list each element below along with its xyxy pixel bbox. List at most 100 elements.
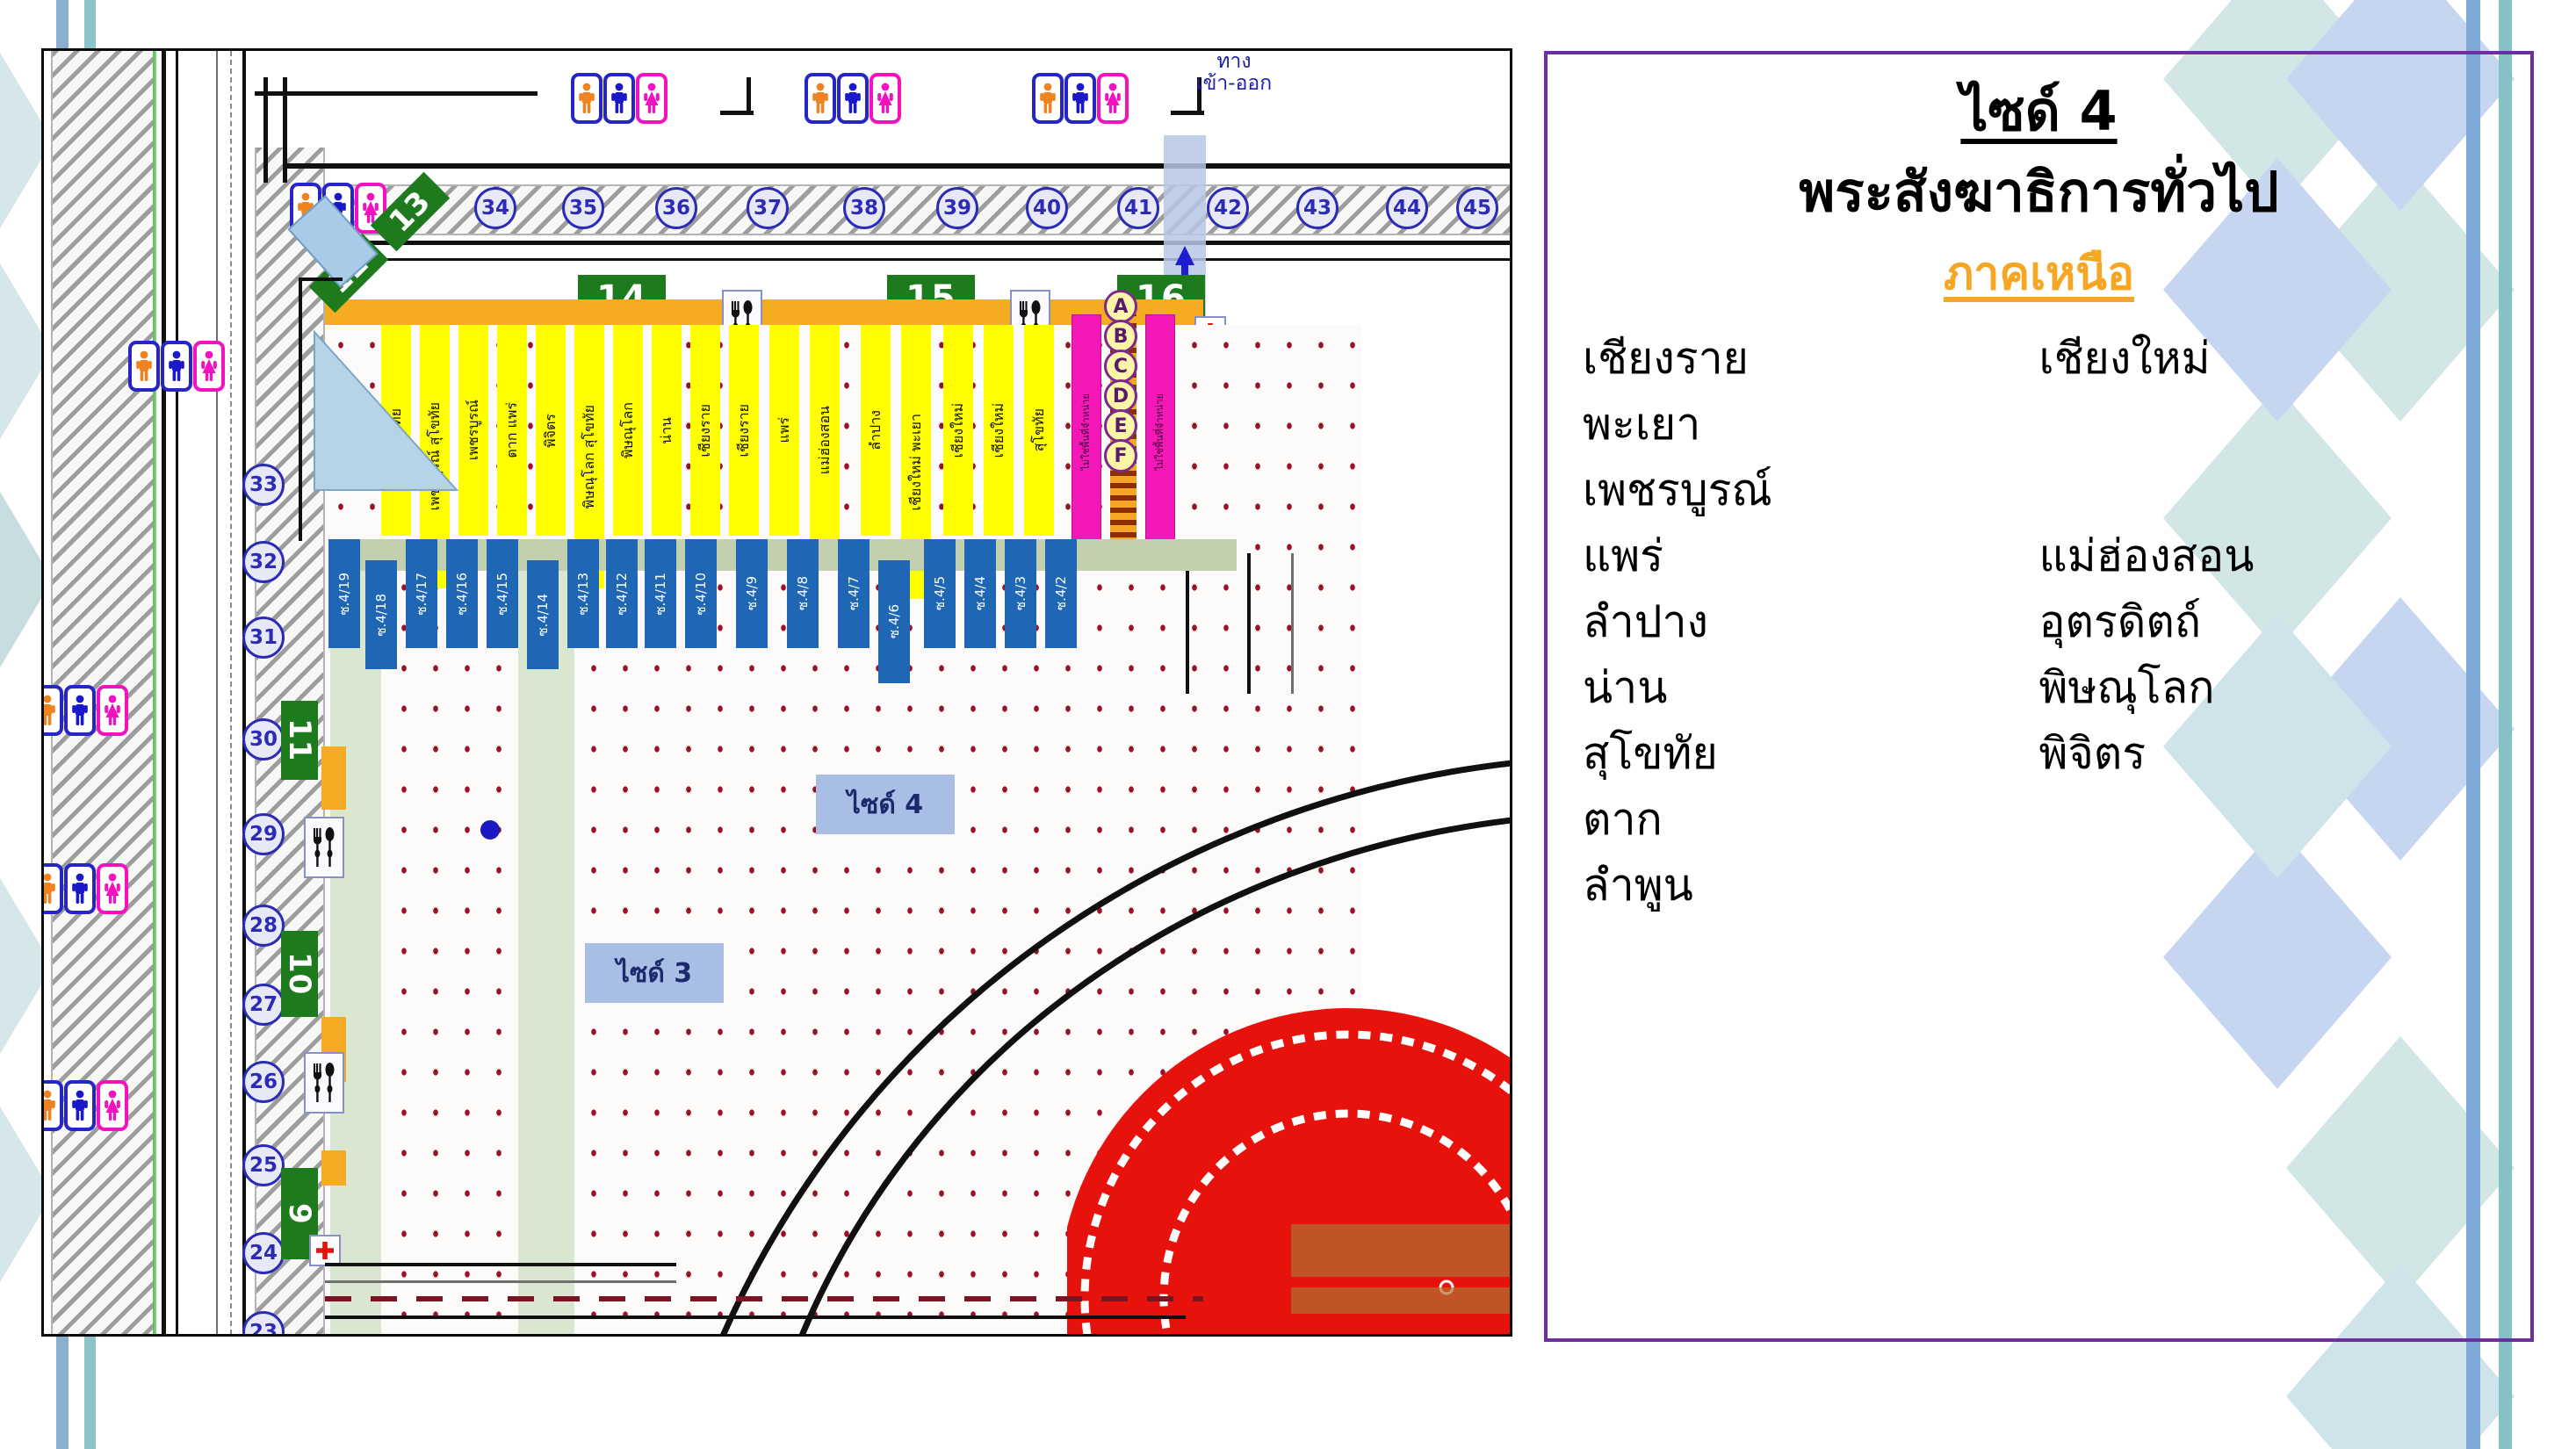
zone-circle[interactable]: 44 — [1386, 187, 1428, 229]
booth-blue[interactable]: ซ.4/3 — [1005, 539, 1036, 648]
province-row: ลำพูน — [1583, 853, 2495, 919]
province-row: แพร่ แม่ฮ่องสอน — [1583, 523, 2495, 589]
zone-circle[interactable]: 41 — [1117, 187, 1159, 229]
booth-blue[interactable]: ซ.4/4 — [964, 539, 996, 648]
booth-blue-label: ซ.4/3 — [1013, 576, 1028, 611]
restroom-women-icon — [97, 685, 128, 736]
booth-blue[interactable]: ซ.4/17 — [406, 539, 437, 648]
booth-yellow[interactable]: ตาก แพร่ — [497, 325, 527, 536]
booth-blue[interactable]: ซ.4/19 — [328, 539, 360, 648]
gate-tag[interactable]: 11 — [281, 701, 318, 780]
letter-marker[interactable]: C — [1104, 350, 1137, 383]
zone-circle[interactable]: 43 — [1296, 187, 1339, 229]
gate-tag[interactable]: 9 — [281, 1168, 318, 1259]
booth-yellow-label: พิจิตร — [541, 413, 559, 448]
zone-circle[interactable]: 36 — [655, 187, 697, 229]
booth-blue[interactable]: ซ.4/8 — [787, 539, 819, 648]
booth-blue[interactable]: ซ.4/16 — [446, 539, 478, 648]
booth-blue[interactable]: ซ.4/2 — [1045, 539, 1077, 648]
booth-yellow[interactable]: ลำปาง — [861, 325, 891, 536]
zone-circle[interactable]: 31 — [242, 616, 285, 659]
booth-yellow[interactable]: เชียงราย — [690, 325, 720, 536]
zone-circle[interactable]: 33 — [242, 464, 285, 506]
province-row: ตาก — [1583, 787, 2495, 853]
wall-line — [325, 1280, 676, 1283]
booth-yellow[interactable]: น่าน — [652, 325, 682, 536]
booth-blue[interactable]: ซ.4/10 — [685, 539, 717, 648]
zone-circle[interactable]: 39 — [936, 187, 978, 229]
restroom-group[interactable] — [44, 863, 128, 914]
booth-yellow[interactable]: เพชรบูรณ์ — [458, 325, 488, 536]
zone-circle[interactable]: 26 — [242, 1061, 285, 1103]
letter-marker[interactable]: A — [1104, 290, 1137, 323]
zone-circle[interactable]: 34 — [474, 187, 516, 229]
zone-circle[interactable]: 30 — [242, 718, 285, 761]
booth-yellow[interactable]: พิษณุโลก — [613, 325, 643, 536]
letter-marker[interactable]: B — [1104, 320, 1137, 353]
booth-blue[interactable]: ซ.4/9 — [736, 539, 768, 648]
restroom-group[interactable] — [128, 341, 225, 392]
wall-line — [325, 241, 1510, 245]
zone-circle[interactable]: 37 — [747, 187, 789, 229]
zone-circle[interactable]: 32 — [242, 541, 285, 583]
booth-blue[interactable]: ซ.4/13 — [567, 539, 599, 648]
entrance-label-line2: เข้า-ออก — [1195, 71, 1273, 95]
restroom-group[interactable] — [1032, 73, 1129, 124]
booth-yellow[interactable]: เชียงใหม่ — [943, 325, 973, 536]
booth-blue[interactable]: ซ.4/7 — [838, 539, 869, 648]
booth-blue[interactable]: ซ.4/14 — [527, 560, 559, 669]
booth-yellow[interactable]: เชียงราย — [729, 325, 759, 536]
wall-line — [1197, 77, 1201, 112]
booth-yellow[interactable]: เชียงใหม่ — [984, 325, 1014, 536]
booth-blue[interactable]: ซ.4/11 — [645, 539, 676, 648]
booth-blue[interactable]: ซ.4/15 — [487, 539, 518, 648]
zone-circle[interactable]: 45 — [1456, 187, 1498, 229]
panel-subtitle: พระสังฆาธิการทั่วไป — [1799, 159, 2279, 224]
restroom-group[interactable] — [805, 73, 901, 124]
ramp-triangle — [307, 314, 474, 502]
zone-circle[interactable]: 38 — [843, 187, 885, 229]
zone-circle[interactable]: 40 — [1026, 187, 1068, 229]
venue-floor-plan[interactable]: 34 35 36 37 38 39 40 41 42 43 44 45 — [41, 48, 1512, 1337]
letter-marker[interactable]: F — [1104, 439, 1137, 472]
booth-yellow-label: พิษณุโลก สุโขทัย — [580, 404, 597, 509]
gate-tag[interactable]: 10 — [281, 931, 318, 1017]
restroom-group[interactable] — [571, 73, 667, 124]
wall-line — [747, 77, 751, 112]
letter-marker[interactable]: D — [1104, 379, 1137, 413]
booth-blue[interactable]: ซ.4/18 — [365, 560, 397, 669]
booth-blue[interactable]: ซ.4/5 — [924, 539, 956, 648]
zone-circle[interactable]: 35 — [562, 187, 604, 229]
booth-yellow-label: ตาก แพร่ — [502, 402, 520, 458]
restroom-men-icon — [603, 73, 635, 124]
zone-circle[interactable]: 29 — [242, 813, 285, 855]
entrance-label-line1: ทาง — [1216, 50, 1252, 73]
road-green-edge — [153, 51, 156, 1334]
wall-line — [325, 1263, 676, 1266]
booth-yellow-label: เชียงใหม่ พะเยา — [906, 413, 924, 511]
restroom-group[interactable] — [44, 1080, 128, 1131]
booth-yellow[interactable]: แม่ฮ่องสอน — [810, 325, 840, 555]
zone-circle[interactable]: 28 — [242, 905, 285, 947]
booth-yellow[interactable]: แพร่ — [769, 325, 799, 536]
booth-yellow[interactable]: สุโขทัย — [1024, 325, 1054, 536]
bottom-structure — [1291, 1287, 1510, 1314]
booth-blue[interactable]: ซ.4/12 — [606, 539, 638, 648]
letter-marker[interactable]: E — [1104, 409, 1137, 443]
zone-circle[interactable]: 27 — [242, 984, 285, 1026]
booth-blue-label: ซ.4/5 — [932, 576, 948, 611]
booth-yellow[interactable]: พิจิตร — [536, 325, 566, 536]
zone-circle[interactable]: 42 — [1207, 187, 1249, 229]
booth-blue[interactable]: ซ.4/6 — [878, 560, 910, 683]
zone-circle[interactable]: 24 — [242, 1232, 285, 1274]
province-name: ลำพูน — [1583, 859, 1693, 911]
booth-blue-label: ซ.4/7 — [846, 576, 862, 611]
booth-blue-label: ซ.4/9 — [744, 576, 760, 611]
booth-yellow-label: ลำปาง — [866, 410, 884, 451]
letter-marker-column[interactable]: A B C D E F — [1104, 290, 1137, 472]
restaurant-icon — [304, 1052, 344, 1114]
zone-circle[interactable]: 25 — [242, 1144, 285, 1186]
restroom-group[interactable] — [44, 685, 128, 736]
info-panel: ไซด์ 4 พระสังฆาธิการทั่วไป ภาคเหนือ เชีย… — [1544, 51, 2534, 1342]
